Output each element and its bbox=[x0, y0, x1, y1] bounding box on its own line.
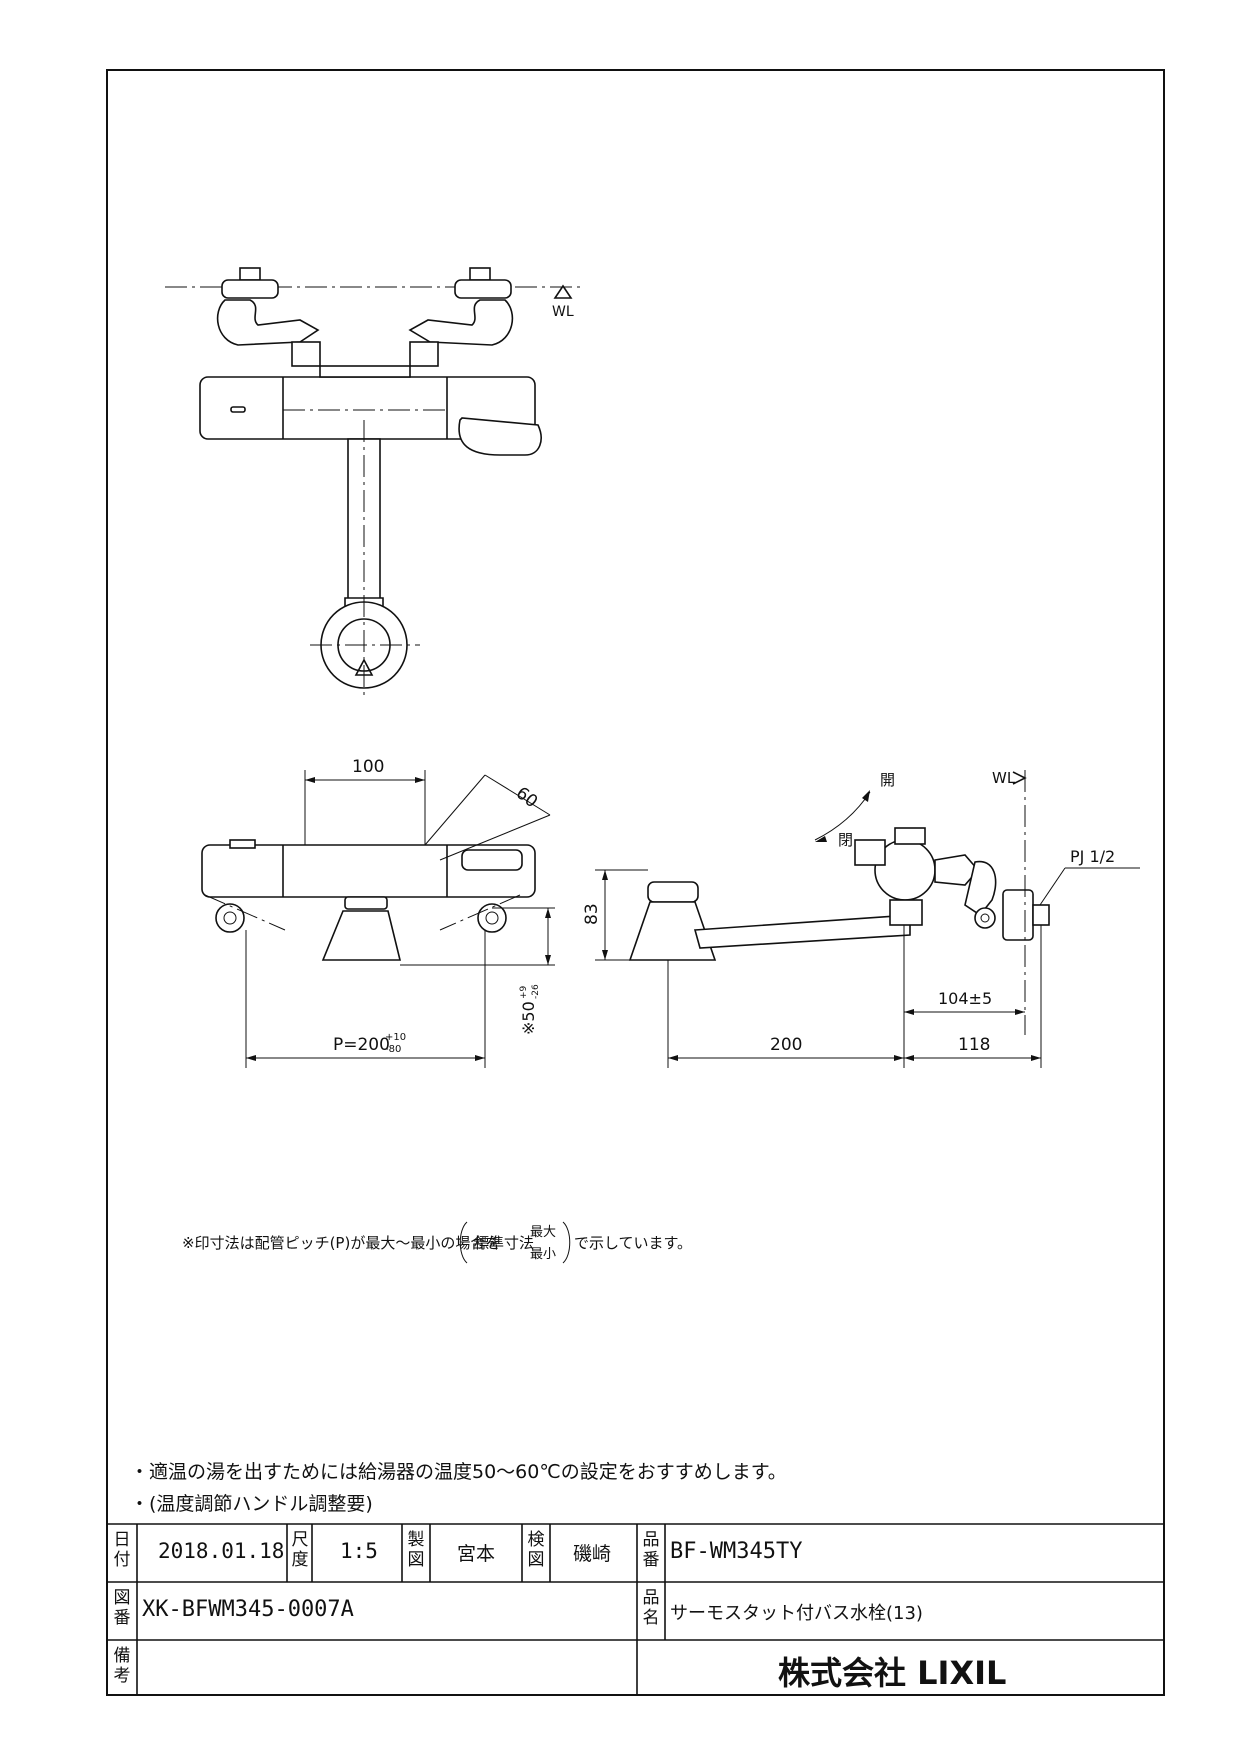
top-view: WL bbox=[165, 267, 580, 700]
product-name-value: サーモスタット付バス水栓(13) bbox=[670, 1603, 923, 1624]
side-view: WL 開 閉 PJ 1/2 83 104±5 200 118 bbox=[582, 769, 1140, 1068]
temp-note-2: ・(温度調節ハンドル調整要) bbox=[130, 1493, 373, 1515]
front-dim-50-tol-upper: +9 bbox=[519, 985, 529, 999]
temp-note-1: ・適温の湯を出すためには給湯器の温度50～60℃の設定をおすすめします。 bbox=[130, 1461, 787, 1483]
pitch-note-min: 最小 bbox=[530, 1247, 557, 1262]
side-view-open-label: 開 bbox=[880, 771, 895, 789]
front-dim-100: 100 bbox=[352, 757, 384, 777]
title-block-grid bbox=[107, 1523, 1164, 1695]
top-view-wl-label: WL bbox=[552, 304, 574, 320]
side-dim-83: 83 bbox=[582, 903, 602, 925]
front-dim-p-tol-lower: -80 bbox=[385, 1044, 401, 1055]
pitch-note-suffix: で示しています。 bbox=[574, 1234, 693, 1252]
product-name-label: 品名 bbox=[642, 1588, 660, 1628]
drawing-no-label: 図番 bbox=[113, 1588, 131, 1628]
front-dim-p: P=200 bbox=[333, 1035, 390, 1055]
side-view-pj-label: PJ 1/2 bbox=[1070, 847, 1115, 866]
checked-label: 検図 bbox=[527, 1530, 545, 1570]
front-view: 100 60 P=200 +10 -80 ※50 +9 -26 bbox=[201, 757, 555, 1068]
scale-label: 尺度 bbox=[291, 1530, 309, 1570]
drawn-value: 宮本 bbox=[457, 1543, 496, 1565]
date-label: 日付 bbox=[113, 1530, 131, 1570]
remarks-label: 備考 bbox=[113, 1646, 131, 1686]
side-view-wl-label: WL bbox=[992, 769, 1016, 787]
side-dim-200: 200 bbox=[770, 1035, 802, 1055]
front-dim-p-tol-upper: +10 bbox=[385, 1032, 406, 1043]
side-dim-104: 104±5 bbox=[938, 989, 992, 1008]
front-dim-50: ※50 bbox=[519, 1001, 538, 1035]
checked-value: 磯崎 bbox=[573, 1543, 612, 1565]
pitch-note-max: 最大 bbox=[530, 1225, 557, 1240]
side-view-close-label: 閉 bbox=[838, 831, 853, 849]
part-no-label: 品番 bbox=[642, 1530, 660, 1570]
side-dim-118: 118 bbox=[958, 1035, 990, 1055]
front-dim-50-tol-lower: -26 bbox=[531, 984, 541, 999]
drawing-frame bbox=[106, 69, 1165, 1696]
company-logo: 株式会社 LIXIL bbox=[778, 1654, 1007, 1692]
date-value: 2018.01.18 bbox=[158, 1539, 285, 1563]
pitch-note-prefix: ※印寸法は配管ピッチ(P)が最大～最小の場合を bbox=[182, 1234, 501, 1252]
pitch-note-std: 標準寸法 bbox=[474, 1234, 535, 1252]
front-dim-60: 60 bbox=[512, 783, 541, 812]
part-no-value: BF-WM345TY bbox=[670, 1539, 803, 1564]
scale-value: 1:5 bbox=[340, 1539, 378, 1563]
drawn-label: 製図 bbox=[407, 1530, 425, 1570]
drawing-no-value: XK-BFWM345-0007A bbox=[142, 1597, 354, 1622]
